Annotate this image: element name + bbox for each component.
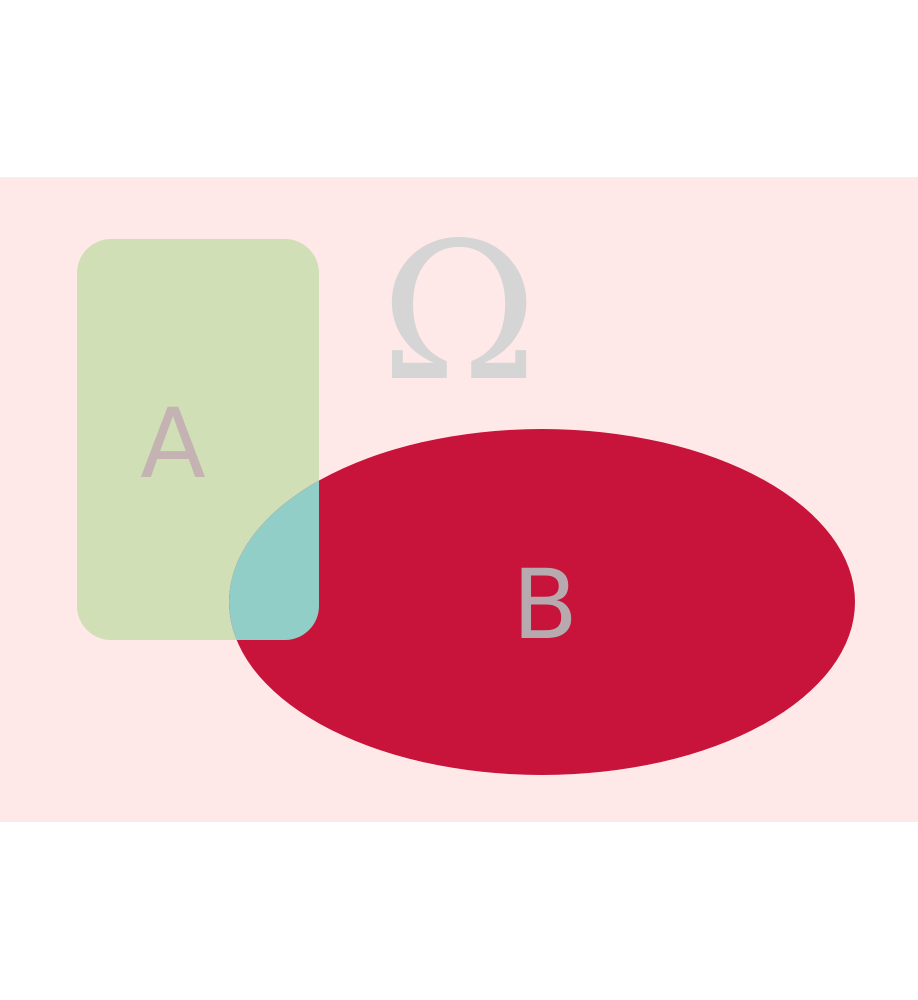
set-a-label: A	[140, 388, 206, 500]
set-b-label: B	[512, 549, 578, 661]
set-b-region	[229, 429, 855, 775]
universe-label: Ω	[380, 202, 538, 423]
